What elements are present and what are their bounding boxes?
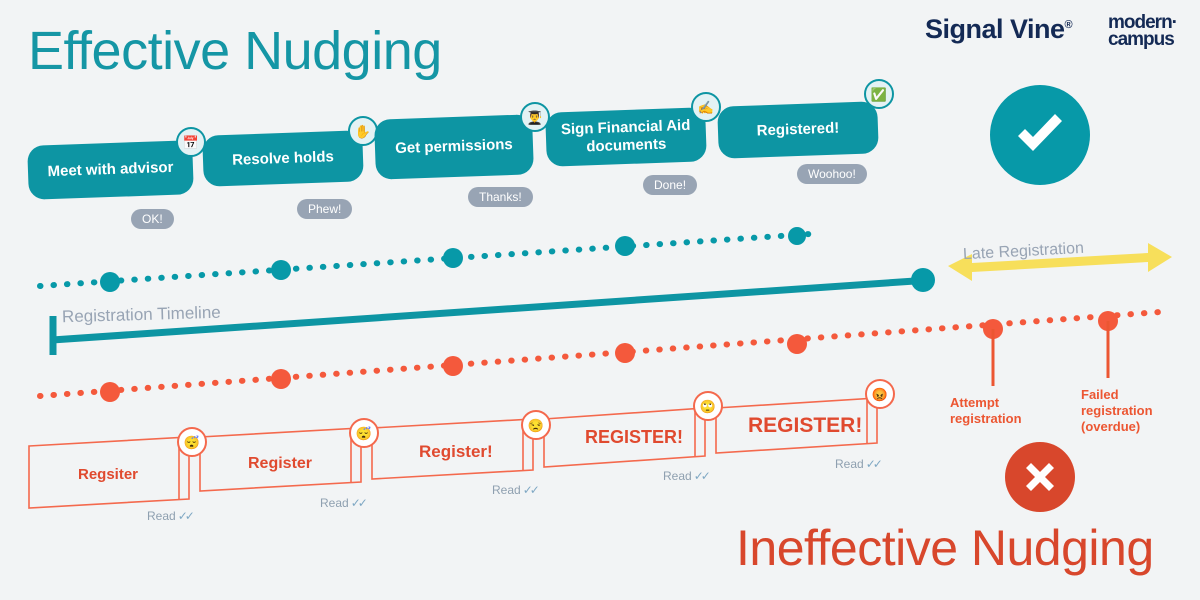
- angry-face-glyph: 😡: [871, 386, 889, 402]
- annotation-line: Failed: [1081, 387, 1119, 402]
- step-label: Sign Financial Aid documents: [560, 116, 691, 156]
- annotation-failed-registration: Failed registration (overdue): [1081, 387, 1153, 435]
- sleeping-face-glyph: 😴: [355, 425, 373, 441]
- late-registration-label: Late Registration: [962, 239, 1085, 264]
- step-box-get-permissions[interactable]: Get permissions: [374, 114, 534, 180]
- calendar-glyph: 📅: [182, 134, 200, 150]
- step-label: Resolve holds: [231, 147, 335, 169]
- logo-modern-line: modern·: [1108, 12, 1178, 33]
- read-label: Read: [320, 496, 349, 510]
- step-box-sign-financial-aid[interactable]: Sign Financial Aid documents: [545, 107, 707, 167]
- green-check-glyph: ✅: [870, 86, 888, 102]
- red-milestone-dots: [100, 311, 1118, 402]
- logo-modern-campus: modern· campus: [1108, 12, 1178, 50]
- student-glyph: 👨‍🎓: [526, 109, 544, 125]
- read-label: Read: [835, 457, 864, 471]
- page-title-ineffective: Ineffective Nudging: [736, 520, 1154, 576]
- message-text-2[interactable]: Register: [248, 455, 313, 472]
- registered-mark-icon: ®: [1064, 19, 1073, 31]
- writing-hand-glyph: ✍️: [697, 99, 715, 115]
- annotation-attempt-registration: Attempt registration: [950, 395, 1022, 427]
- check-icon: [1018, 114, 1062, 151]
- read-receipt-4: Read✓✓: [663, 469, 711, 483]
- message-text-3[interactable]: Register!: [419, 442, 493, 461]
- red-dotted-path: [37, 309, 1163, 399]
- registration-timeline-label: Registration Timeline: [61, 302, 221, 327]
- annotation-line: Attempt: [950, 395, 1000, 410]
- logo-campus-line: campus: [1108, 29, 1175, 50]
- reply-pill-thanks: Thanks!: [468, 187, 533, 207]
- step-label: Get permissions: [394, 135, 514, 158]
- reply-pill-phew: Phew!: [297, 199, 353, 219]
- step-label: Meet with advisor: [47, 158, 174, 181]
- step-label: Registered!: [756, 119, 840, 140]
- logo-signal-vine-text: Signal Vine: [925, 14, 1065, 44]
- teal-milestone-dots: [100, 227, 935, 292]
- teal-dotted-path: [37, 231, 813, 289]
- raised-hand-glyph: ✋: [354, 123, 372, 139]
- read-receipt-1: Read✓✓: [147, 509, 195, 523]
- reply-pill-woohoo: Woohoo!: [797, 164, 867, 184]
- page-title-effective: Effective Nudging: [28, 21, 442, 81]
- success-check-circle: [990, 85, 1090, 185]
- student-icon: 👨‍🎓: [520, 102, 550, 132]
- step-box-meet-with-advisor[interactable]: Meet with advisor: [27, 140, 194, 200]
- calendar-icon: 📅: [176, 127, 206, 157]
- read-label: Read: [147, 509, 176, 523]
- double-check-icon: ✓✓: [693, 469, 711, 483]
- writing-hand-icon: ✍️: [691, 92, 721, 122]
- logo-signal-vine: Signal Vine®: [925, 14, 1073, 45]
- eye-roll-face-icon: 🙄: [693, 391, 723, 421]
- close-icon: [1026, 463, 1054, 491]
- failure-x-circle: [1005, 442, 1075, 512]
- annotation-line: registration: [1081, 403, 1153, 418]
- double-check-icon: ✓✓: [865, 457, 883, 471]
- read-label: Read: [492, 483, 521, 497]
- double-check-icon: ✓✓: [177, 509, 195, 523]
- double-check-icon: ✓✓: [350, 496, 368, 510]
- sleeping-face-icon: 😴: [349, 418, 379, 448]
- reply-pill-ok: OK!: [131, 209, 174, 229]
- annotation-line: (overdue): [1081, 419, 1141, 434]
- eye-roll-face-glyph: 🙄: [699, 398, 717, 414]
- read-receipt-2: Read✓✓: [320, 496, 368, 510]
- reply-pill-done: Done!: [643, 175, 698, 195]
- message-text-1[interactable]: Regsiter: [78, 466, 139, 483]
- message-text-4[interactable]: REGISTER!: [585, 427, 684, 447]
- step-box-registered[interactable]: Registered!: [717, 101, 879, 159]
- green-check-icon: ✅: [864, 79, 894, 109]
- read-label: Read: [663, 469, 692, 483]
- read-receipt-5: Read✓✓: [835, 457, 883, 471]
- angry-face-icon: 😡: [865, 379, 895, 409]
- sleeping-face-icon: 😴: [177, 427, 207, 457]
- unamused-face-icon: 😒: [521, 410, 551, 440]
- unamused-face-glyph: 😒: [527, 417, 545, 433]
- read-receipt-3: Read✓✓: [492, 483, 540, 497]
- raised-hand-icon: ✋: [348, 116, 378, 146]
- sleeping-face-glyph: 😴: [183, 434, 201, 450]
- step-box-resolve-holds[interactable]: Resolve holds: [202, 130, 364, 187]
- double-check-icon: ✓✓: [522, 483, 540, 497]
- message-text-5[interactable]: REGISTER!: [748, 414, 863, 437]
- annotation-line: registration: [950, 411, 1022, 426]
